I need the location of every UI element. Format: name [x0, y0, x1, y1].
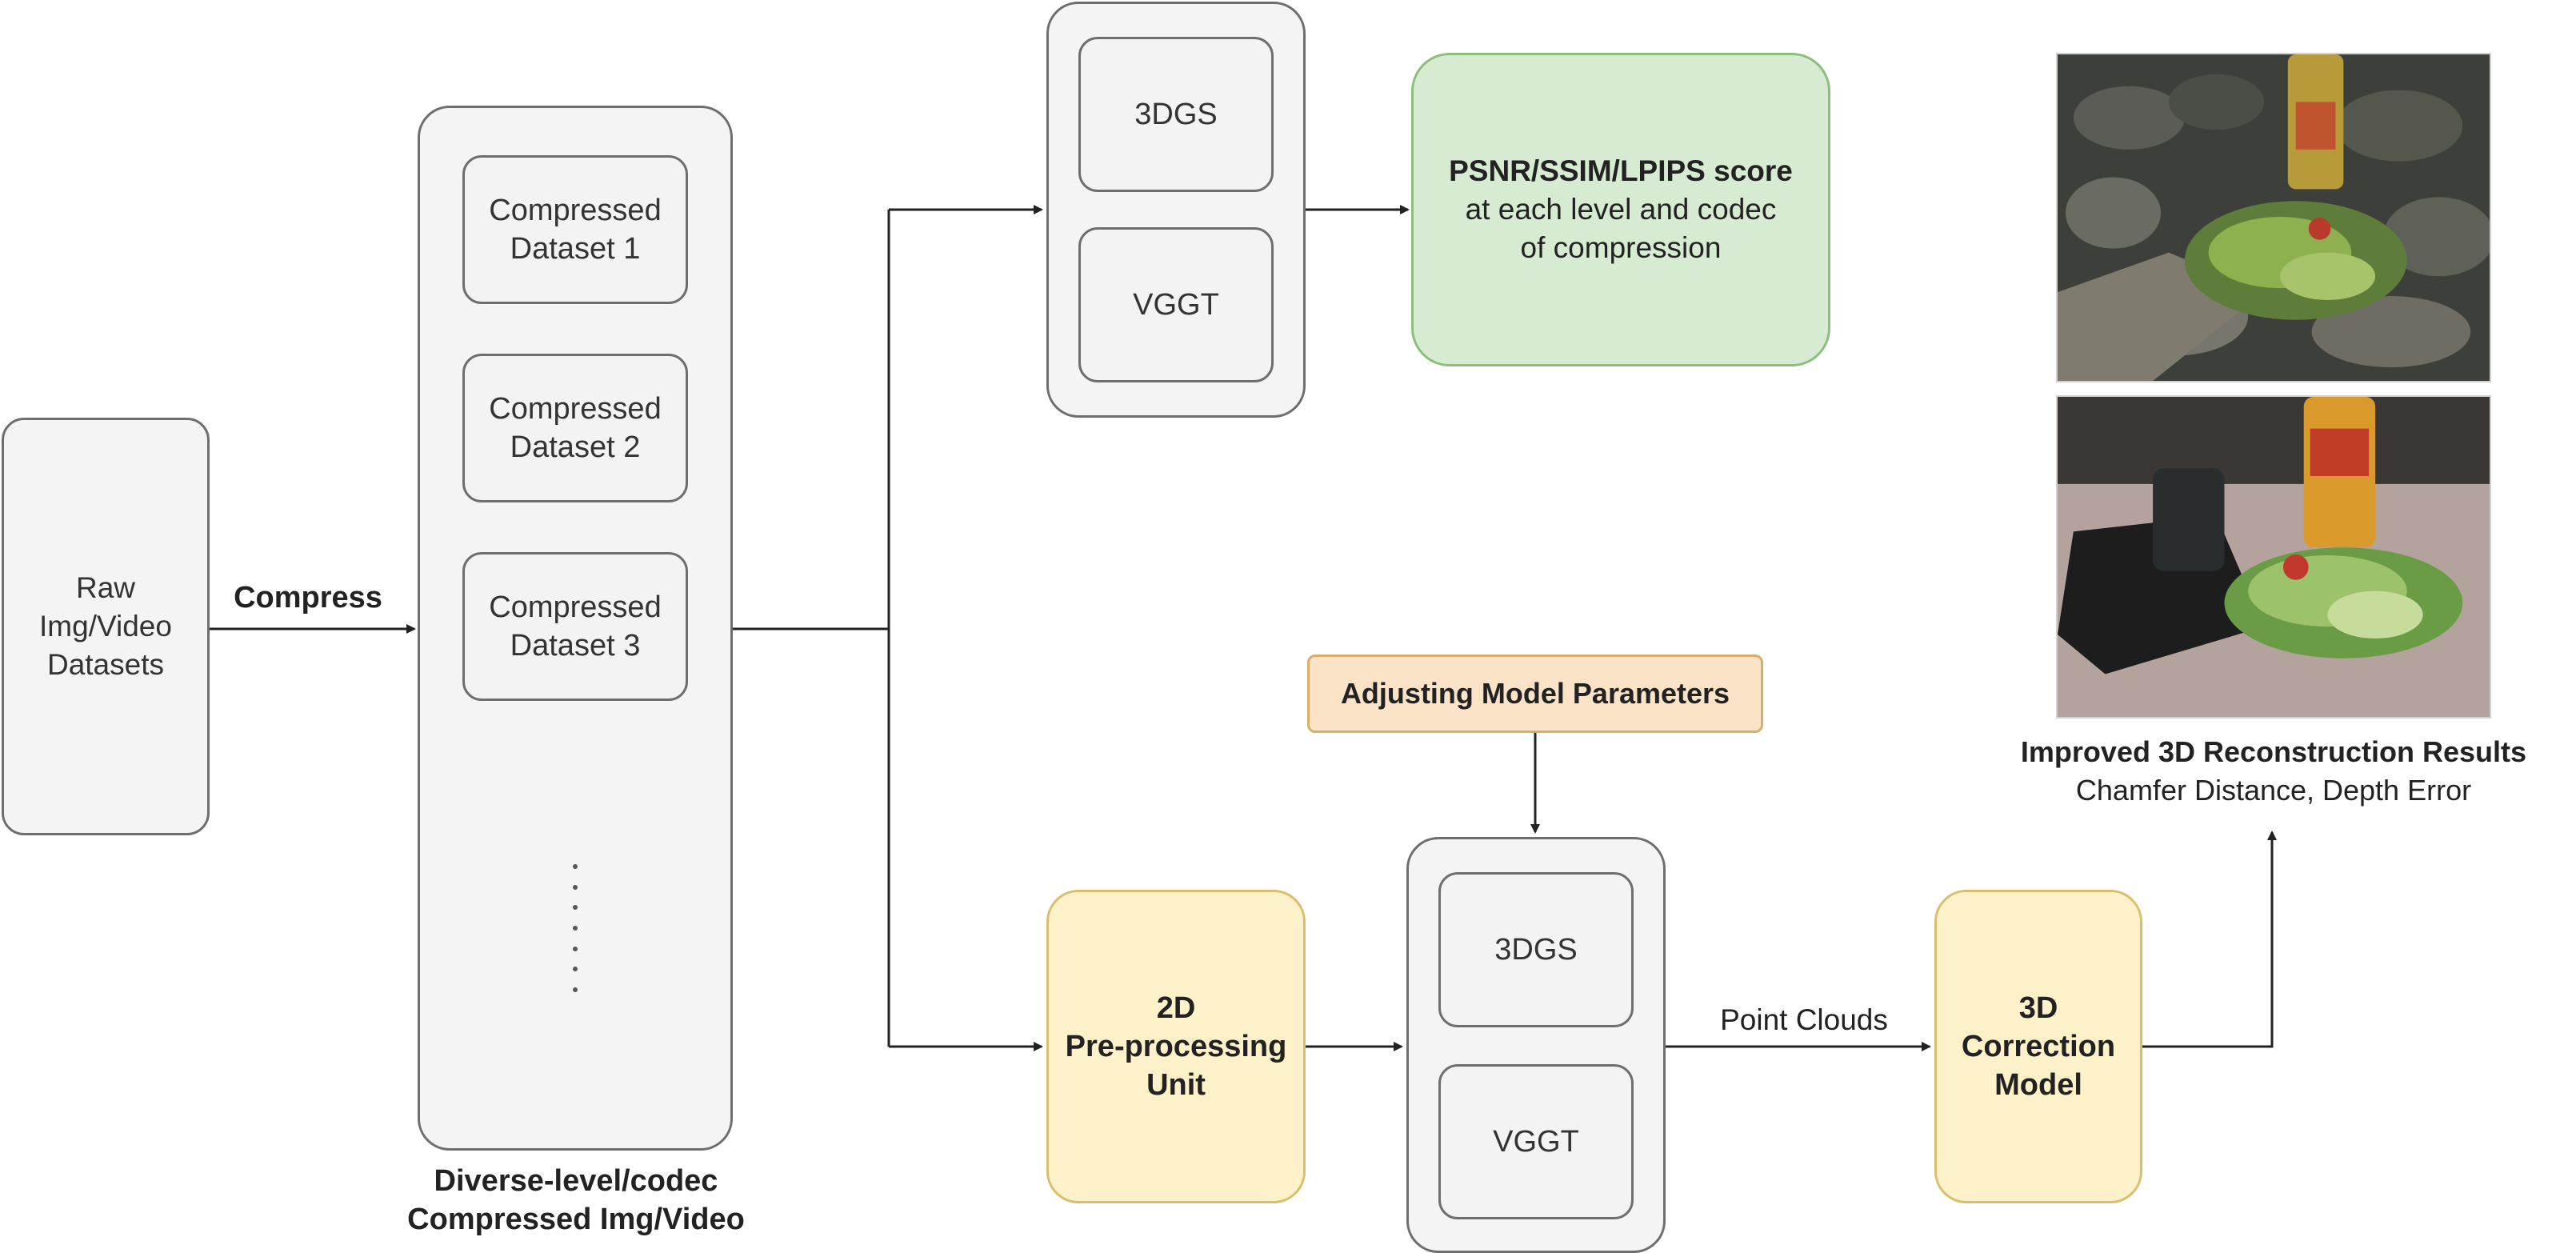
datasets-caption: Diverse-level/codec Compressed Img/Video — [336, 1162, 816, 1239]
score-line-1: at each level and codec — [1465, 193, 1777, 226]
compress-label: Compress — [234, 581, 382, 614]
raw-line-1: Raw — [75, 571, 136, 604]
results-subtitle: Chamfer Distance, Depth Error — [2075, 774, 2472, 807]
top-model-vggt: VGGT — [1078, 227, 1274, 382]
compressed-dataset-3: Compressed Dataset 3 — [462, 552, 688, 701]
correction-line-3: Model — [1994, 1068, 2082, 1102]
datasets-caption-line-1: Diverse-level/codec — [434, 1164, 718, 1198]
preprocess-line-1: 2D — [1156, 991, 1196, 1025]
raw-line-3: Datasets — [46, 648, 164, 681]
point-clouds-label: Point Clouds — [1720, 1003, 1888, 1036]
dataset-2-line-1: Compressed — [489, 392, 662, 426]
correction-line-2: Correction — [1961, 1030, 2116, 1063]
bottom-model-vggt: VGGT — [1438, 1064, 1634, 1219]
dataset-1-line-2: Dataset 1 — [510, 232, 641, 266]
adjust-parameters-box: Adjusting Model Parameters — [1307, 655, 1763, 733]
correction-model-box: 3D Correction Model — [1934, 890, 2142, 1203]
results-title: Improved 3D Reconstruction Results — [2020, 735, 2527, 768]
score-line-2: of compression — [1520, 231, 1722, 264]
raw-line-2: Img/Video — [39, 610, 172, 643]
more-datasets-ellipsis — [572, 864, 578, 992]
score-title: PSNR/SSIM/LPIPS score — [1449, 154, 1793, 187]
datasets-caption-line-2: Compressed Img/Video — [407, 1203, 745, 1236]
dataset-3-line-2: Dataset 3 — [510, 629, 641, 663]
preprocess-line-3: Unit — [1146, 1068, 1206, 1102]
reconstruction-render-image — [2056, 53, 2491, 382]
top-model-3dgs: 3DGS — [1078, 37, 1274, 192]
preprocessing-unit-box: 2D Pre-processing Unit — [1046, 890, 1306, 1203]
preprocess-line-2: Pre-processing — [1065, 1030, 1287, 1063]
results-caption: Improved 3D Reconstruction Results Chamf… — [1976, 733, 2571, 810]
dataset-2-line-2: Dataset 2 — [510, 430, 641, 464]
score-box: PSNR/SSIM/LPIPS score at each level and … — [1411, 53, 1830, 366]
raw-datasets-box: Raw Img/Video Datasets — [2, 418, 210, 835]
arrow-correction-to-results — [2142, 831, 2277, 1048]
correction-line-1: 3D — [2018, 991, 2058, 1025]
bottom-model-3dgs: 3DGS — [1438, 872, 1634, 1027]
real-scene-photo — [2056, 395, 2491, 719]
dataset-3-line-1: Compressed — [489, 590, 662, 624]
compressed-dataset-2: Compressed Dataset 2 — [462, 354, 688, 502]
dataset-1-line-1: Compressed — [489, 194, 662, 227]
compressed-dataset-1: Compressed Dataset 1 — [462, 155, 688, 304]
